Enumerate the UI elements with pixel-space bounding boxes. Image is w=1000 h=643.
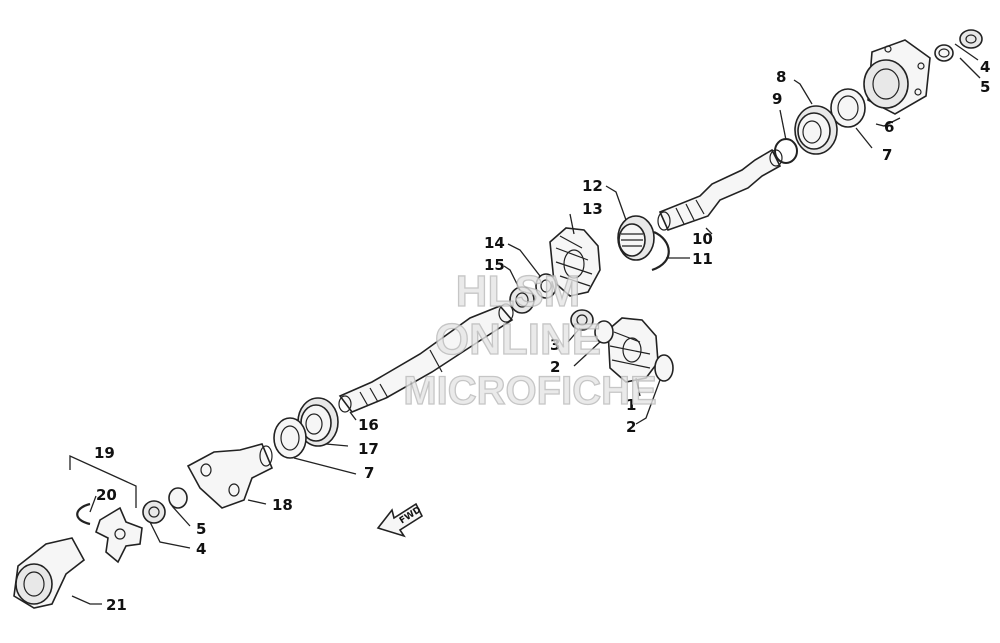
bearing-upper — [794, 105, 838, 155]
watermark-line-2: ONLINE — [435, 315, 601, 364]
callout-5-upper: 5 — [980, 78, 990, 96]
output-yoke — [186, 443, 274, 509]
callout-4-lower: 4 — [196, 540, 206, 558]
oil-seal-lower — [273, 417, 307, 459]
bearing-small-mid — [570, 309, 594, 331]
bearing-lower — [297, 397, 339, 447]
callout-10: 10 — [692, 230, 713, 248]
forward-direction-arrow: FWD — [376, 502, 423, 538]
leader-lines — [71, 43, 981, 605]
callout-5-lower: 5 — [196, 520, 206, 538]
callout-12: 12 — [582, 177, 603, 195]
flange-nut — [959, 29, 983, 49]
callout-4-upper: 4 — [980, 58, 990, 76]
driveshaft-yoke — [13, 537, 86, 609]
pinion-shaft — [657, 148, 783, 231]
snap-ring-clip — [651, 230, 670, 272]
callout-13: 13 — [582, 200, 603, 218]
bevel-gear-large — [549, 227, 601, 297]
yoke-nut — [142, 500, 166, 524]
callout-2-mid: 2 — [550, 358, 560, 376]
thrust-washer-small — [509, 286, 535, 314]
callout-6: 6 — [884, 118, 894, 136]
callout-7-upper: 7 — [882, 146, 892, 164]
flange-washer — [934, 44, 954, 62]
watermark: HLSM ONLINE MICROFICHE — [403, 266, 658, 413]
callout-11: 11 — [692, 250, 713, 268]
callout-15: 15 — [484, 256, 505, 274]
shim-washer-mid — [594, 320, 614, 344]
callout-9: 9 — [772, 90, 782, 108]
universal-joint-cross — [95, 506, 143, 564]
yoke-washer — [168, 487, 188, 509]
watermark-line-3: MICROFICHE — [403, 369, 656, 413]
callout-14: 14 — [484, 234, 505, 252]
assembly-bracket — [69, 454, 137, 508]
retaining-clip — [76, 502, 91, 526]
drive-shaft — [338, 303, 514, 413]
callout-labels: 4 5 6 7 8 9 10 11 12 13 14 15 3 2 1 2 16… — [94, 58, 990, 614]
oil-seal-upper — [830, 88, 866, 128]
callout-16: 16 — [358, 416, 379, 434]
needle-bearing — [535, 273, 557, 299]
bearing-mid — [617, 215, 655, 261]
shim-washer-lower — [654, 354, 674, 382]
callout-19: 19 — [94, 444, 115, 462]
callout-8: 8 — [776, 68, 786, 86]
callout-21: 21 — [106, 596, 127, 614]
callout-17: 17 — [358, 440, 379, 458]
output-hub-flange — [863, 39, 931, 115]
callout-1: 1 — [626, 396, 636, 414]
callout-2-lower: 2 — [626, 418, 636, 436]
callout-20: 20 — [96, 486, 117, 504]
callout-18: 18 — [272, 496, 293, 514]
watermark-line-1: HLSM — [456, 267, 581, 316]
callout-7-lower: 7 — [364, 464, 374, 482]
callout-3: 3 — [550, 336, 560, 354]
